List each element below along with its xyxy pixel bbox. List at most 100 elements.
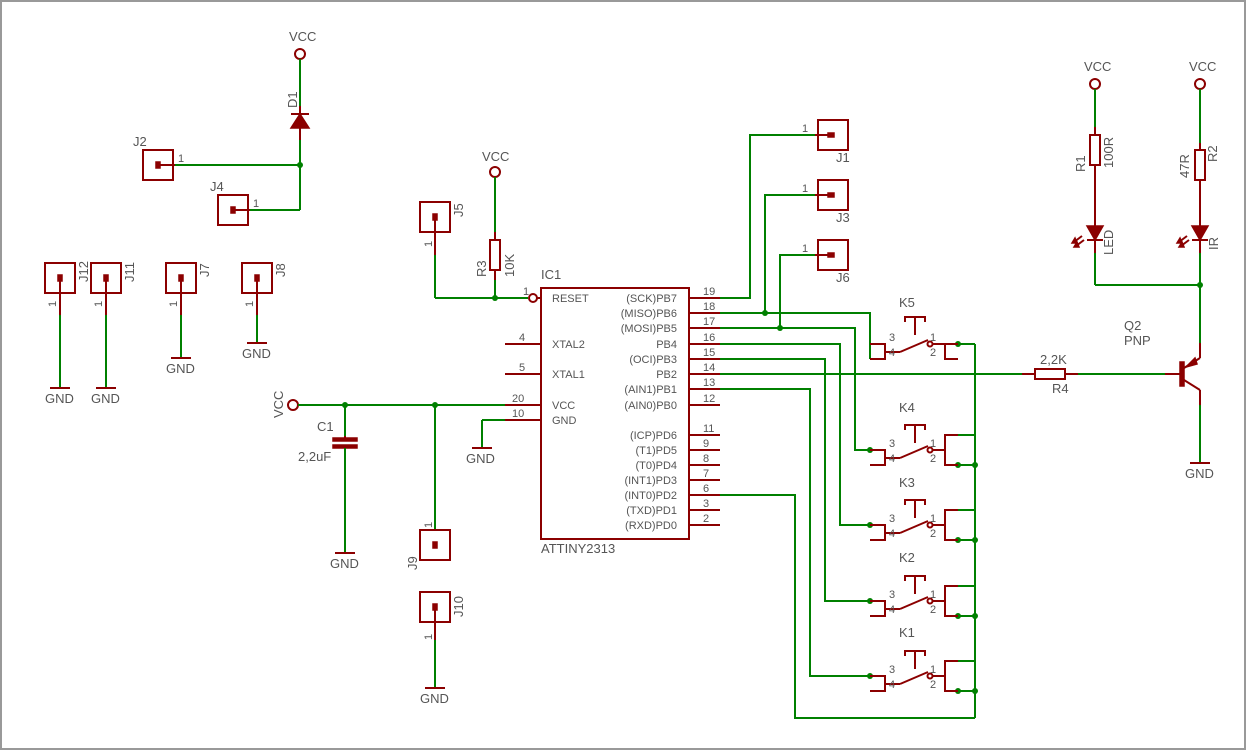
j1-pin-label: 1: [802, 123, 808, 135]
ic1-group: IC1 ATTINY2313 GND RESET 1 XTAL2 4 XTAL1…: [466, 267, 720, 556]
r3-value: 10K: [502, 254, 517, 277]
j5-pin-label: 1: [423, 241, 435, 247]
k1-pin2: 2: [930, 679, 936, 691]
ic1-pin-pd2-name: (INT0)PD2: [624, 490, 677, 502]
j4-pin-label: 1: [253, 198, 259, 210]
j6-pin-label: 1: [802, 243, 808, 255]
d1-group: VCC D1 J2 1 J4 1: [133, 29, 316, 226]
ic1-gnd-label: GND: [466, 451, 495, 466]
ic1-pin-pb2-name: PB2: [656, 369, 677, 381]
ic1-pin-pd4-name: (T0)PD4: [635, 460, 677, 472]
j11-gnd-label: GND: [91, 391, 120, 406]
ic1-pin-pb4-num: 16: [703, 332, 715, 344]
ir-label: IR: [1206, 237, 1221, 250]
j10-pin-label: 1: [423, 634, 435, 640]
j7-label: J7: [197, 263, 212, 277]
j10-gnd-label: GND: [420, 691, 449, 706]
r4-group: 2,2K R4: [720, 352, 1165, 396]
ic1-pin-reset-num: 1: [523, 286, 529, 298]
ic1-pin-pd4-num: 8: [703, 453, 709, 465]
q2-gnd-label: GND: [1185, 466, 1214, 481]
c1-group: VCC GND C1 2,2uF J9 1 GND J10 1: [271, 391, 505, 706]
k3-switch: K3 3 4 1 2: [870, 475, 958, 541]
c1-value: 2,2uF: [298, 449, 331, 464]
d1-label: D1: [285, 91, 300, 108]
ic1-pin-pd3-num: 7: [703, 468, 709, 480]
k5-pin3: 3: [889, 332, 895, 344]
q2-transistor: Q2 PNP GND: [1124, 285, 1214, 481]
k3-pin2: 2: [930, 528, 936, 540]
ic1-label: IC1: [541, 267, 561, 282]
ic1-pin-pb3-num: 15: [703, 347, 715, 359]
k3-pin3: 3: [889, 513, 895, 525]
k1-pin3: 3: [889, 664, 895, 676]
j9-pin-label: 1: [423, 522, 435, 528]
r2-value: 47R: [1177, 154, 1192, 178]
ic1-pin-pb0-num: 12: [703, 393, 715, 405]
r3-vcc-label: VCC: [482, 149, 509, 164]
ic1-pin-pd1-name: (TXD)PD1: [626, 505, 677, 517]
ic1-pin-pb5-num: 17: [703, 316, 715, 328]
d1-diode-symbol: [289, 112, 311, 129]
k1-pin4: 4: [889, 679, 895, 691]
j12-pin-label: 1: [47, 301, 59, 307]
k3-label: K3: [899, 475, 915, 490]
j2-label: J2: [133, 134, 147, 149]
r1-vcc-label: VCC: [1084, 59, 1111, 74]
ic1-pin-pb3-name: (OCI)PB3: [629, 354, 677, 366]
ic1-pin-pd6-name: (ICP)PD6: [630, 430, 677, 442]
c1-label: C1: [317, 419, 334, 434]
keys-wiring: [720, 312, 978, 719]
ir-diode-triangle: [1190, 225, 1210, 242]
k2-pin1: 1: [930, 589, 936, 601]
ic1-value: ATTINY2313: [541, 541, 615, 556]
j9-label: J9: [405, 556, 420, 570]
j3-pin-label: 1: [802, 183, 808, 195]
ic1-pin-pb4-name: PB4: [656, 339, 677, 351]
j10-label: J10: [451, 596, 466, 617]
ic1-pin-pb0-name: (AIN0)PB0: [624, 400, 677, 412]
ic1-right-pins: (SCK)PB7 19 (MISO)PB6 18 (MOSI)PB5 17 PB…: [621, 286, 720, 532]
k5-pin4: 4: [889, 347, 895, 359]
ic1-pin-pb7-num: 19: [703, 286, 715, 298]
j12-gnd-label: GND: [45, 391, 74, 406]
k2-pin2: 2: [930, 604, 936, 616]
ic1-pin-xtal1-name: XTAL1: [552, 369, 585, 381]
ic1-pin-gnd-name: GND: [552, 415, 577, 427]
k4-pin4: 4: [889, 453, 895, 465]
ic1-pin-xtal2-num: 4: [519, 332, 525, 344]
r1-label: R1: [1073, 155, 1088, 172]
k5-pin2: 2: [930, 347, 936, 359]
led-label: LED: [1101, 230, 1116, 255]
k2-pin4: 4: [889, 604, 895, 616]
j4-label: J4: [210, 179, 224, 194]
k2-pin3: 3: [889, 589, 895, 601]
j11-pin-label: 1: [93, 301, 105, 307]
k1-pin1: 1: [930, 664, 936, 676]
k4-pin3: 3: [889, 438, 895, 450]
ic1-pin-pd3-name: (INT1)PD3: [624, 475, 677, 487]
ic1-pin-pb2-num: 14: [703, 362, 715, 374]
c1-plate-bottom: [332, 444, 358, 449]
ic1-pin-pd6-num: 11: [703, 423, 714, 435]
r3-label: R3: [474, 260, 489, 277]
ic1-pin-vcc-name: VCC: [552, 400, 575, 412]
k4-label: K4: [899, 400, 915, 415]
gnd-jumpers-group: GND J12 1 GND J11 1 GND J7 1 GND J8 1: [44, 261, 288, 406]
r1-led-group: VCC R1 100R LED: [1070, 59, 1203, 288]
isp-connectors-group: J1 1 J3 1 J6 1: [720, 119, 850, 331]
k1-label: K1: [899, 625, 915, 640]
ic1-pin-pb1-num: 13: [703, 377, 715, 389]
k4-switch: K4 3 4 1 2: [870, 400, 958, 466]
ic1-pin-pb7-name: (SCK)PB7: [626, 293, 677, 305]
ic1-pin-xtal1-num: 5: [519, 362, 525, 374]
j8-label: J8: [273, 263, 288, 277]
ic1-pin-gnd-num: 10: [512, 408, 524, 420]
ic1-pin-pb6-num: 18: [703, 301, 715, 313]
k3-pin1: 1: [930, 513, 936, 525]
j12-label: J12: [76, 261, 91, 282]
k5-pin1: 1: [930, 332, 936, 344]
j7-gnd-label: GND: [166, 361, 195, 376]
